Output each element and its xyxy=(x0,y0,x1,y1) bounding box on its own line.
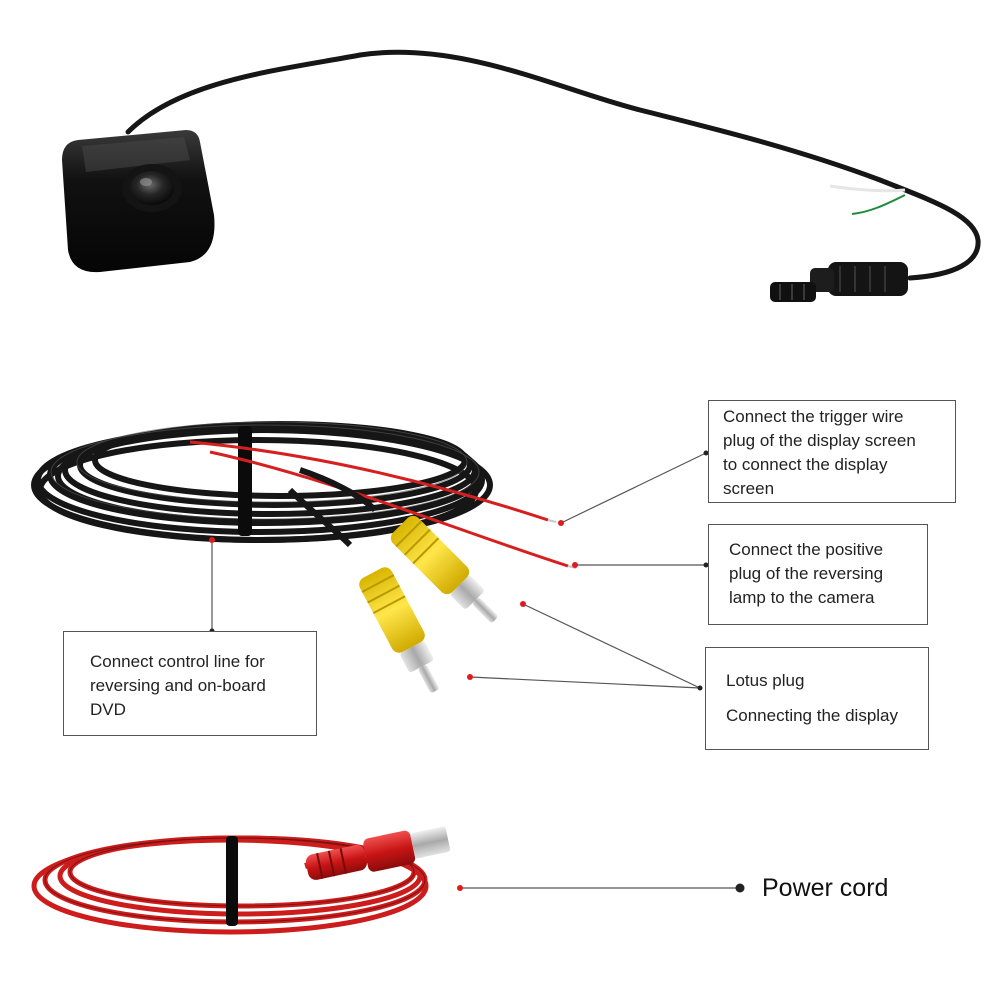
callout-control-line-2: reversing and on-board xyxy=(90,676,266,695)
callout-control-line-3: DVD xyxy=(90,700,126,719)
callout-lotus-line-2: Connecting the display xyxy=(726,706,899,725)
callout-positive-plug: Connect the positive plug of the reversi… xyxy=(708,524,928,625)
camera-body xyxy=(62,130,215,273)
end-dot-positive xyxy=(703,562,709,568)
rca-lead-1 xyxy=(299,467,378,513)
red-trigger-wire xyxy=(189,440,549,522)
callout-trigger-line-2: plug of the display screen xyxy=(723,431,916,450)
callout-positive-line-1: Connect the positive xyxy=(729,540,884,559)
dot-control xyxy=(209,537,215,543)
leader-dots xyxy=(209,520,578,891)
callout-control-line-1: Connect control line for xyxy=(90,652,265,671)
leader-lotus-a xyxy=(522,603,701,689)
leader-trigger xyxy=(560,451,709,524)
red-positive-wire xyxy=(209,450,569,568)
end-dot-trigger xyxy=(703,450,709,456)
callout-trigger-wire: Connect the trigger wire plug of the dis… xyxy=(708,400,956,503)
camera-cable xyxy=(125,49,981,281)
dot-positive xyxy=(572,562,578,568)
power-cord-label: Power cord xyxy=(762,874,889,902)
power-cord-tie xyxy=(226,836,238,926)
callout-lotus-plug: Lotus plug Connecting the display xyxy=(705,647,929,750)
callout-positive-line-3: lamp to the camera xyxy=(729,588,875,607)
leader-lotus-b xyxy=(469,676,701,689)
dot-trigger xyxy=(558,520,564,526)
callout-control-line: Connect control line for reversing and o… xyxy=(63,631,317,736)
white-trigger-wire xyxy=(829,184,906,193)
dot-power xyxy=(457,885,463,891)
dc-plug xyxy=(305,826,451,880)
camera-connector xyxy=(770,262,908,302)
rca-plug-lower xyxy=(359,567,439,693)
end-dot-lotus xyxy=(697,685,703,691)
rca-plug-upper xyxy=(390,515,498,623)
cable-tie xyxy=(238,426,252,536)
callout-trigger-line-1: Connect the trigger wire xyxy=(723,407,904,426)
dot-lotus-b xyxy=(467,674,473,680)
callout-trigger-line-3: to connect the display xyxy=(723,455,888,474)
green-trigger-wire xyxy=(851,194,906,215)
dot-lotus-a xyxy=(520,601,526,607)
coil-highlights xyxy=(50,421,480,520)
end-dot-power xyxy=(735,883,745,893)
camera-assembly xyxy=(62,49,981,302)
rca-lead-2 xyxy=(287,487,353,548)
callout-trigger-line-4: screen xyxy=(723,479,775,498)
callout-lotus-line-1: Lotus plug xyxy=(726,671,805,690)
leader-lines xyxy=(211,451,740,889)
callout-positive-line-2: plug of the reversing xyxy=(729,564,884,583)
